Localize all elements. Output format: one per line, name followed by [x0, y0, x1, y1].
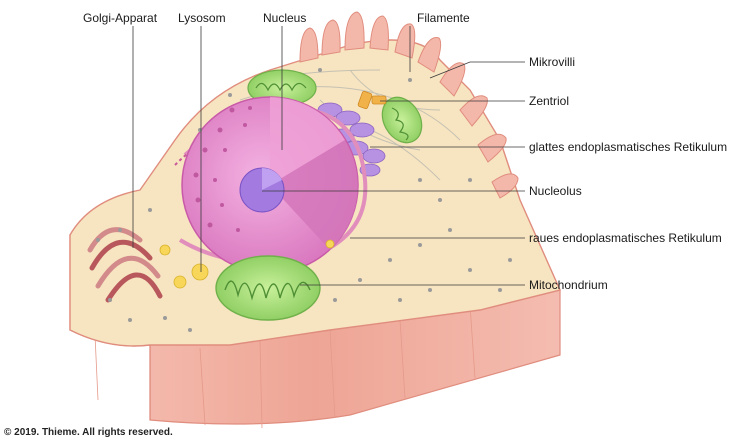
label-zentriol: Zentriol [529, 94, 569, 108]
leader-lines [132, 26, 525, 286]
copyright-notice: © 2019. Thieme. All rights reserved. [4, 427, 173, 438]
label-filamente: Filamente [417, 11, 470, 25]
label-raues-er: raues endoplasmatisches Retikulum [529, 231, 722, 245]
label-golgi: Golgi-Apparat [83, 11, 158, 25]
cytoplasm-granules [96, 68, 512, 332]
mitochondrion-lower [215, 255, 321, 321]
label-lysosom: Lysosom [178, 11, 226, 25]
label-nucleolus: Nucleolus [529, 184, 582, 198]
labels: Golgi-Apparat Lysosom Nucleus Filamente … [83, 11, 727, 292]
lysosomes [159, 239, 335, 289]
mitochondrion-upper-right [381, 96, 423, 144]
label-nucleus: Nucleus [263, 11, 306, 25]
label-mikrovilli: Mikrovilli [529, 55, 575, 69]
label-glattes-er: glattes endoplasmatisches Retikulum [529, 140, 727, 154]
nucleolus [239, 167, 285, 213]
centriole [357, 90, 387, 110]
golgi-apparatus [87, 227, 163, 303]
label-mitochondrium: Mitochondrium [529, 278, 608, 292]
